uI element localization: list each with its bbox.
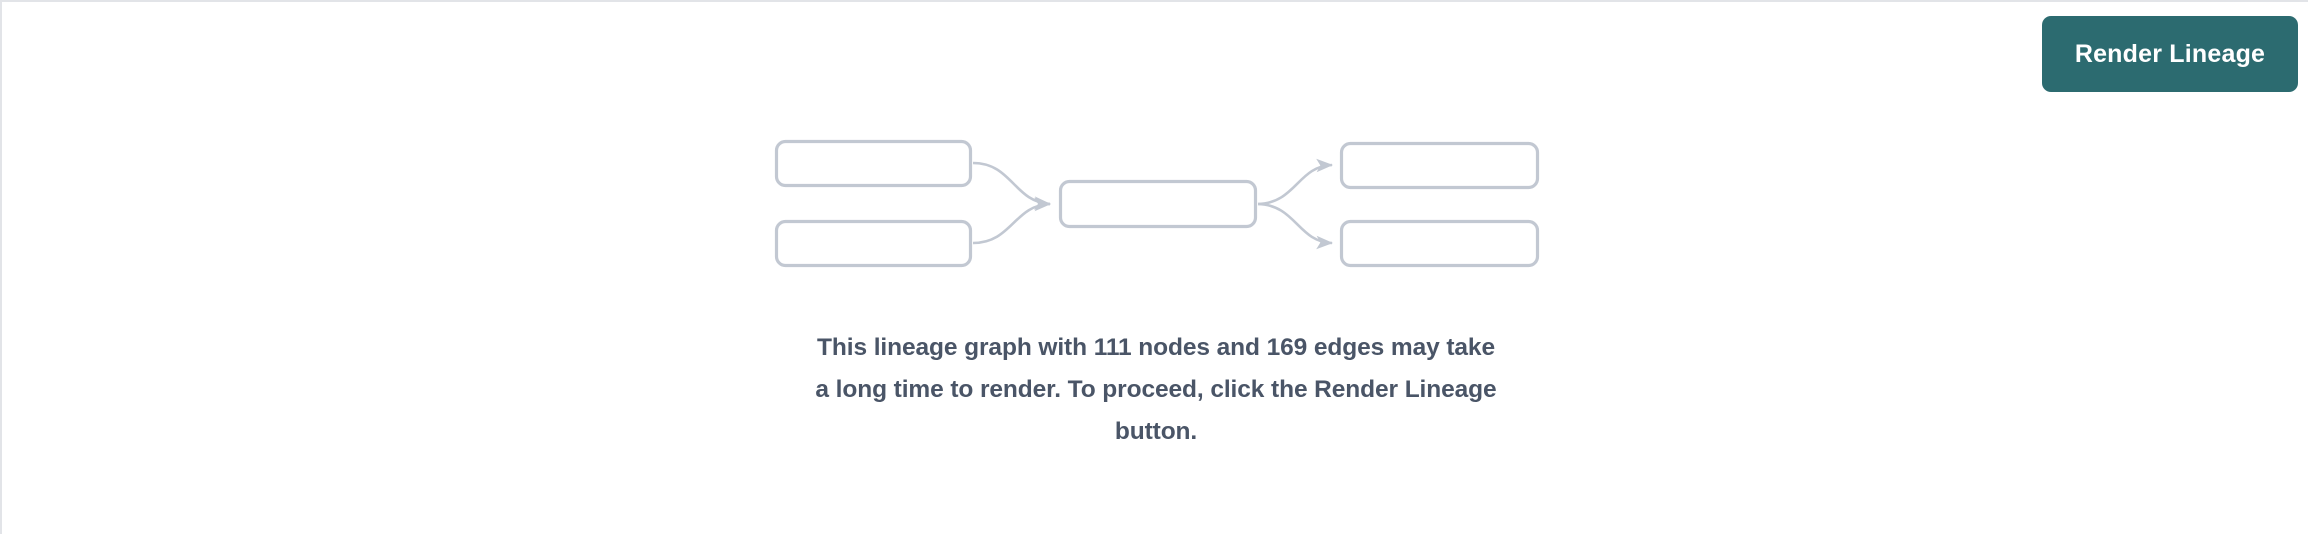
- edge-group: [972, 158, 1334, 250]
- lineage-node-downstream-2[interactable]: [1339, 219, 1540, 268]
- lineage-node-downstream-1[interactable]: [1339, 141, 1540, 190]
- lineage-graph-placeholder: [2, 2, 2308, 332]
- node-group: [774, 139, 1540, 268]
- edge-upstream-1-to-center: [972, 161, 1052, 210]
- edge-upstream-2-to-center: [972, 197, 1052, 245]
- lineage-warning-line-1: This lineage graph with 111 nodes and 16…: [817, 334, 1495, 361]
- lineage-warning-line-3: button.: [1114, 418, 1198, 445]
- render-lineage-button[interactable]: Render Lineage: [2042, 16, 2298, 92]
- edge-center-to-downstream-2: [1257, 202, 1334, 250]
- lineage-node-center[interactable]: [1058, 179, 1258, 229]
- lineage-warning-message: This lineage graph with 111 nodes and 16…: [756, 327, 1556, 453]
- lineage-warning-line-2: a long time to render. To proceed, click…: [815, 376, 1497, 403]
- lineage-graph-svg: [774, 139, 1540, 268]
- lineage-node-upstream-2[interactable]: [774, 219, 973, 268]
- edge-center-to-downstream-1: [1257, 158, 1334, 206]
- lineage-node-upstream-1[interactable]: [774, 139, 973, 188]
